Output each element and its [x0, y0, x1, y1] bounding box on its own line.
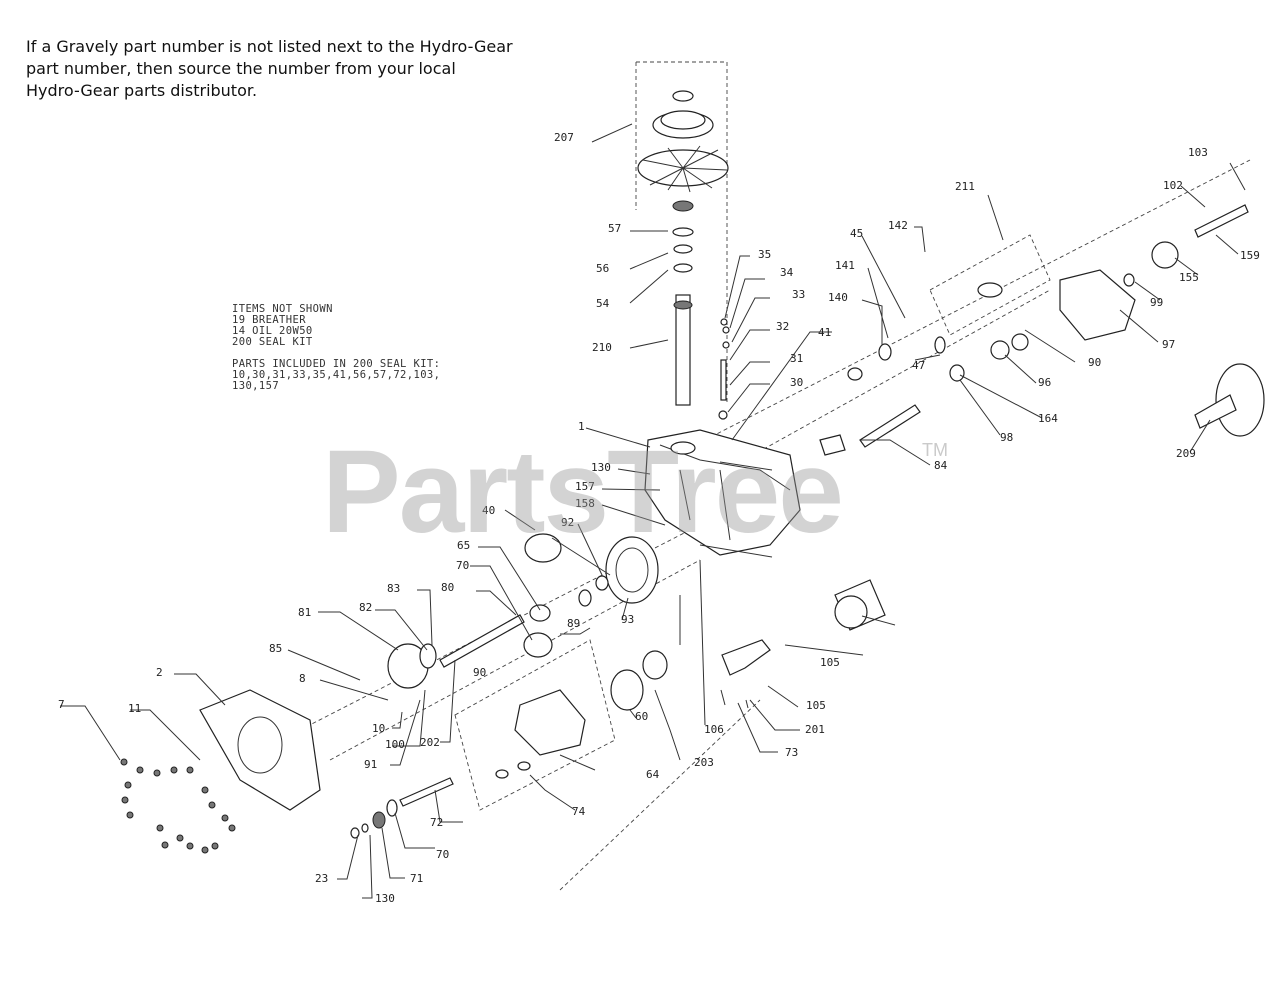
callout-label: 74: [572, 805, 586, 818]
callout-label: 23: [315, 872, 328, 885]
bolt-set: [120, 758, 236, 854]
fan-pulley-assembly: [635, 61, 729, 406]
callout-label: 57: [608, 222, 621, 235]
center-section: [454, 639, 668, 811]
callout-label: 164: [1038, 412, 1058, 425]
callout-label: 40: [482, 504, 495, 517]
callout-label: 105: [806, 699, 826, 712]
main-housing: [644, 429, 801, 556]
callout-label: 89: [567, 617, 580, 630]
callout-label: 70: [436, 848, 449, 861]
callout-label: 54: [596, 297, 610, 310]
callout-label: 32: [776, 320, 789, 333]
callout-label: 72: [430, 816, 443, 829]
callout-label: 73: [785, 746, 798, 759]
callout-label: 8: [299, 672, 306, 685]
callout-label: 93: [621, 613, 634, 626]
callout-label: 35: [758, 248, 771, 261]
notes-line: 200 SEAL KIT: [232, 336, 313, 348]
callout-label: 207: [554, 131, 574, 144]
callout-label: 96: [1038, 376, 1051, 389]
callout-label: 56: [596, 262, 609, 275]
center-pin-stack: [718, 318, 730, 420]
notes-line: 130,157: [232, 380, 280, 392]
callout-label: 140: [828, 291, 848, 304]
callout-label: 2: [156, 666, 163, 679]
callout-label: 202: [420, 736, 440, 749]
notes-line: 14 OIL 20W50: [232, 325, 313, 337]
callout-label: 141: [835, 259, 855, 272]
callout-label: 97: [1162, 338, 1175, 351]
callout-label: 105: [820, 656, 840, 669]
callout-label: 211: [955, 180, 975, 193]
notes-line: PARTS INCLUDED IN 200 SEAL KIT:: [232, 358, 441, 370]
callout-label: 102: [1163, 179, 1183, 192]
callout-label: 103: [1188, 146, 1208, 159]
callout-label: 60: [635, 710, 648, 723]
control-lever: [720, 639, 771, 709]
callout-label: 1: [578, 420, 585, 433]
callout-label: 33: [792, 288, 805, 301]
callout-label: 155: [1179, 271, 1199, 284]
callout-label: 203: [694, 756, 714, 769]
callout-label: 91: [364, 758, 377, 771]
callout-label: 157: [575, 480, 595, 493]
callout-labels: 207 57 56 54 210 35 34 33 32 31 30 41 14…: [58, 131, 1260, 905]
bracket-assembly: [929, 234, 1051, 336]
side-cover: [199, 689, 321, 811]
callout-label: 31: [790, 352, 803, 365]
callout-label: 30: [790, 376, 803, 389]
callout-label: 11: [128, 702, 141, 715]
callout-label: 71: [410, 872, 423, 885]
notes-line: 19 BREATHER: [232, 314, 306, 326]
callout-label: 10: [372, 722, 385, 735]
callout-label: 90: [473, 666, 486, 679]
callout-label: 85: [269, 642, 282, 655]
callout-label: 130: [375, 892, 395, 905]
callout-label: 201: [805, 723, 825, 736]
notice-line: part number, then source the number from…: [26, 59, 456, 78]
callout-label: 98: [1000, 431, 1013, 444]
callout-label: 45: [850, 227, 863, 240]
callout-label: 92: [561, 516, 574, 529]
items-not-shown-notes: ITEMS NOT SHOWN 19 BREATHER 14 OIL 20W50…: [232, 304, 440, 392]
callout-leaders: [60, 123, 1246, 899]
callout-label: 41: [818, 326, 831, 339]
callout-label: 70: [456, 559, 469, 572]
callout-label: 34: [780, 266, 794, 279]
right-axle-parts: [819, 204, 1249, 456]
callout-label: 84: [934, 459, 948, 472]
callout-label: 99: [1150, 296, 1163, 309]
callout-label: 65: [457, 539, 470, 552]
notes-line: 10,30,31,33,35,41,56,57,72,103,: [232, 369, 441, 381]
notice-line: If a Gravely part number is not listed n…: [26, 37, 513, 56]
callout-label: 81: [298, 606, 311, 619]
callout-label: 47: [912, 359, 925, 372]
wheel-hub: [1194, 363, 1265, 437]
callout-label: 130: [591, 461, 611, 474]
callout-label: 142: [888, 219, 908, 232]
input-shaft: [350, 777, 454, 839]
notes-line: ITEMS NOT SHOWN: [232, 303, 333, 315]
callout-label: 82: [359, 601, 372, 614]
notice-line: Hydro-Gear parts distributor.: [26, 81, 258, 100]
oil-filter: [834, 579, 886, 631]
left-gear-train: [387, 533, 609, 689]
callout-label: 209: [1176, 447, 1196, 460]
callout-label: 159: [1240, 249, 1260, 262]
callout-label: 83: [387, 582, 400, 595]
callout-label: 90: [1088, 356, 1101, 369]
callout-label: 64: [646, 768, 660, 781]
callout-label: 80: [441, 581, 454, 594]
trademark-symbol: TM: [922, 440, 948, 460]
partstree-watermark: PartsTree: [322, 426, 844, 558]
distributor-notice: If a Gravely part number is not listed n…: [26, 36, 546, 102]
callout-label: 158: [575, 497, 595, 510]
callout-label: 106: [704, 723, 724, 736]
callout-label: 100: [385, 738, 405, 751]
callout-label: 7: [58, 698, 65, 711]
bull-gear: [605, 536, 659, 604]
callout-label: 210: [592, 341, 612, 354]
